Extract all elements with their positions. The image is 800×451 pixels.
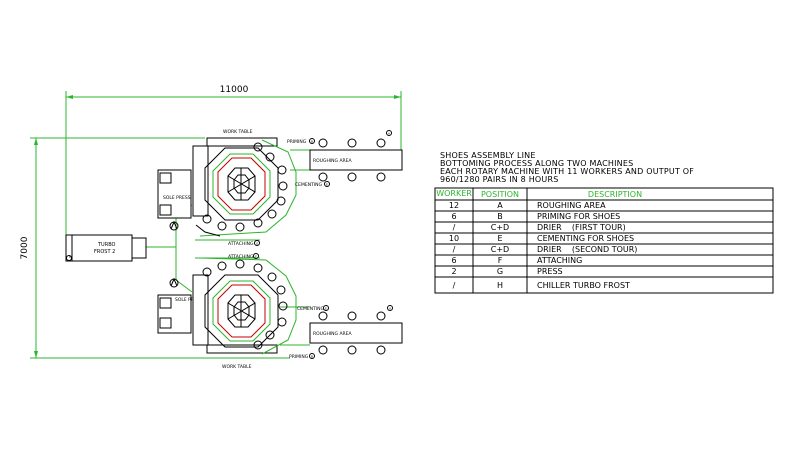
roughing-area-top: ROUGHING AREA A <box>309 130 403 182</box>
svg-text:DRIER (SECOND TOUR): DRIER (SECOND TOUR) <box>537 245 637 254</box>
turbo-frost-label-2: FROST 2 <box>94 249 115 255</box>
info-line-4: 960/1280 PAIRS IN 8 HOURS <box>440 175 559 184</box>
table-row: 2 G PRESS <box>451 267 562 276</box>
svg-text:6: 6 <box>451 256 456 265</box>
svg-text:2: 2 <box>451 267 456 276</box>
dimension-width: 11000 <box>65 85 402 240</box>
turbo-frost-label-1: TURBO <box>97 242 116 248</box>
priming-top-label: PRIMING <box>287 139 307 145</box>
table-row: 6 F ATTACHING <box>451 256 582 265</box>
turbo-frost-unit: H TURBO FROST 2 <box>65 234 147 262</box>
info-line-1: SHOES ASSEMBLY LINE <box>440 151 536 160</box>
station-labels: PRIMING B CEMENTING E ATTACHING G ATTACH… <box>228 138 330 360</box>
svg-text:A: A <box>497 201 503 210</box>
table-header-worker: WORKER <box>436 189 472 198</box>
table-header-position: POSITION <box>481 190 519 199</box>
work-table-top-label: WORK TABLE <box>223 129 253 135</box>
svg-text:/: / <box>453 281 456 290</box>
svg-text:12: 12 <box>449 201 459 210</box>
info-block: SHOES ASSEMBLY LINE BOTTOMING PROCESS AL… <box>440 151 694 184</box>
worker-table: WORKER POSITION DESCRIPTION 12 A ROUGHIN… <box>434 187 774 294</box>
dimension-width-label: 11000 <box>220 85 249 95</box>
svg-text:C+D: C+D <box>491 223 509 232</box>
svg-text:/: / <box>453 245 456 254</box>
attaching-top-label: ATTACHING <box>228 241 254 247</box>
roughing-area-top-label: ROUGHING AREA <box>313 158 352 164</box>
marker-b-bottom: B <box>311 355 313 359</box>
marker-e-top: E <box>326 183 328 187</box>
svg-text:PRESS: PRESS <box>537 267 563 276</box>
marker-a-bottom: A <box>389 307 392 311</box>
marker-a-top: A <box>388 132 391 136</box>
rotary-machine-top: WORK TABLE <box>192 129 297 237</box>
dimension-height: 7000 <box>20 137 290 359</box>
sole-press-top-label: SOLE PRESS <box>163 195 191 201</box>
svg-text:H: H <box>497 281 503 290</box>
svg-text:E: E <box>497 234 502 243</box>
info-line-3: EACH ROTARY MACHINE WITH 11 WORKERS AND … <box>440 167 694 176</box>
info-line-2: BOTTOMING PROCESS ALONG TWO MACHINES <box>440 159 633 168</box>
table-header-description: DESCRIPTION <box>588 190 642 199</box>
table-row: / H CHILLER TURBO FROST <box>453 281 630 290</box>
table-row: 10 E CEMENTING FOR SHOES <box>449 234 634 243</box>
sole-press-bottom: SOLE PRESS <box>157 277 203 334</box>
sole-press-top: SOLE PRESS <box>157 169 192 231</box>
svg-text:10: 10 <box>449 234 459 243</box>
marker-h: H <box>69 255 71 259</box>
svg-text:6: 6 <box>451 212 456 221</box>
svg-text:CEMENTING FOR SHOES: CEMENTING FOR SHOES <box>537 234 634 243</box>
dimension-height-label: 7000 <box>20 236 30 259</box>
svg-text:ATTACHING: ATTACHING <box>537 256 582 265</box>
sole-press-bottom-label: SOLE PRESS <box>175 297 203 303</box>
svg-text:DRIER (FIRST TOUR): DRIER (FIRST TOUR) <box>537 223 626 232</box>
marker-g-top: G <box>256 242 259 246</box>
work-table-bottom-label: WORK TABLE <box>222 364 252 370</box>
rotary-machine-bottom: WORK TABLE <box>192 257 297 370</box>
roughing-area-bottom-label: ROUGHING AREA <box>313 331 352 337</box>
svg-text:PRIMING FOR SHOES: PRIMING FOR SHOES <box>537 212 620 221</box>
attaching-bottom-label: ATTACHING <box>228 254 254 260</box>
marker-b-top: B <box>311 140 313 144</box>
cementing-bottom-label: CEMENTING <box>297 306 325 312</box>
priming-bottom-label: PRIMING <box>289 354 309 360</box>
marker-f: F <box>255 255 257 259</box>
table-row: 12 A ROUGHING AREA <box>449 201 606 210</box>
svg-text:C+D: C+D <box>491 245 509 254</box>
svg-text:/: / <box>453 223 456 232</box>
marker-e-bottom: E <box>325 307 327 311</box>
svg-text:G: G <box>497 267 503 276</box>
svg-text:CHILLER TURBO FROST: CHILLER TURBO FROST <box>537 281 630 290</box>
svg-text:ROUGHING AREA: ROUGHING AREA <box>537 201 606 210</box>
table-row: / C+D DRIER (SECOND TOUR) <box>453 245 638 254</box>
svg-text:B: B <box>497 212 503 221</box>
svg-text:F: F <box>498 256 503 265</box>
roughing-area-bottom: ROUGHING AREA A <box>309 305 403 355</box>
table-row: / C+D DRIER (FIRST TOUR) <box>453 223 626 232</box>
cementing-top-label: CEMENTING <box>295 182 323 188</box>
table-row: 6 B PRIMING FOR SHOES <box>451 212 620 221</box>
